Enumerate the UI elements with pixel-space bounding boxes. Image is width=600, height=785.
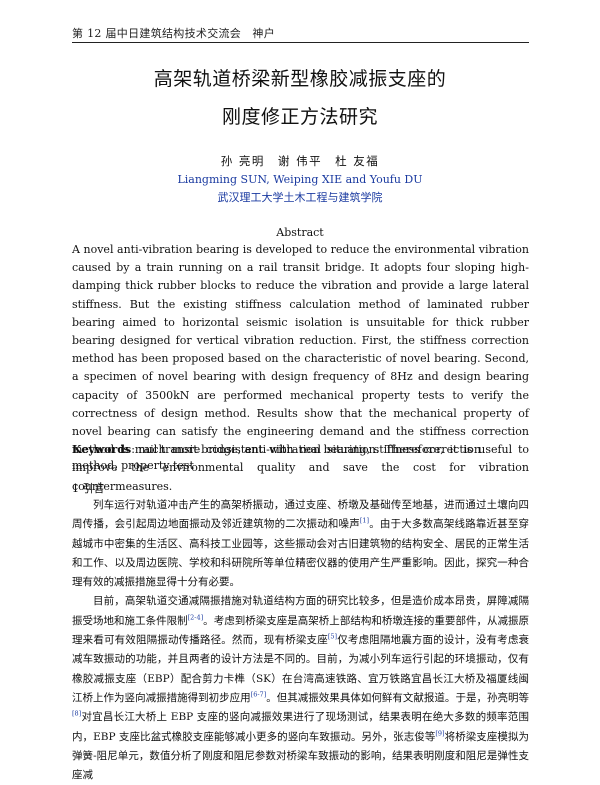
abstract-heading: Abstract	[276, 226, 324, 239]
paragraph-2: 目前，高架轨道交通减隔振措施对轨道结构方面的研究比较多，但是造价成本昂贵，屏障减…	[72, 595, 530, 782]
section-body: 列车运行对轨道冲击产生的高架桥振动，通过支座、桥墩及基础传至地基，进而通过土壤向…	[72, 496, 529, 785]
citation[interactable]: [2-4]	[187, 613, 204, 622]
paper-title-line-1: 高架轨道桥梁新型橡胶减振支座的	[153, 68, 447, 90]
section-title: 1 引言	[72, 482, 105, 495]
keywords: Keywords: rail transit bridge, anti-vibr…	[72, 442, 529, 474]
authors-chinese: 孙 亮明 谢 伟平 杜 友福	[220, 154, 380, 168]
citation[interactable]: [8]	[72, 709, 82, 718]
citation[interactable]: [1]	[359, 516, 370, 525]
running-header: 第 12 届中日建筑结构技术交流会 神户	[72, 27, 275, 40]
authors-english: Liangming SUN, Weiping XIE and Youfu DU	[177, 173, 423, 186]
paper-title-line-2: 刚度修正方法研究	[221, 106, 378, 128]
keywords-text: : rail transit bridge, anti-vibration be…	[72, 443, 481, 472]
citation[interactable]: [6-7]	[250, 690, 267, 699]
citation[interactable]: [5]	[327, 632, 338, 641]
document-page: 第 12 届中日建筑结构技术交流会 神户 高架轨道桥梁新型橡胶减振支座的 刚度修…	[72, 27, 529, 781]
paragraph-1: 列车运行对轨道冲击产生的高架桥振动，通过支座、桥墩及基础传至地基，进而通过土壤向…	[72, 499, 529, 589]
affiliation: 武汉理工大学土木工程与建筑学院	[217, 191, 383, 204]
header-rule	[72, 42, 529, 43]
citation[interactable]: [9]	[435, 729, 445, 738]
keywords-label: Keywords	[72, 443, 132, 456]
abstract-text: A novel anti-vibration bearing is develo…	[72, 243, 529, 493]
